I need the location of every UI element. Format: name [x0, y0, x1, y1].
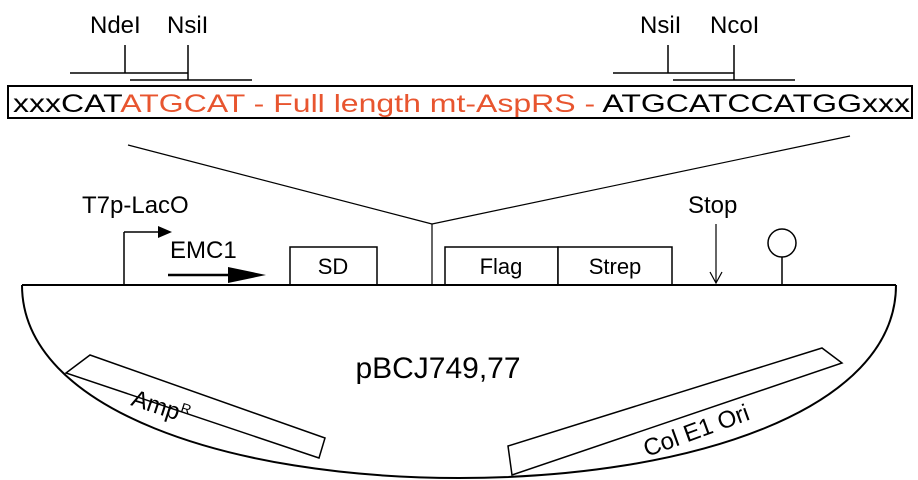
flag-label: Flag — [480, 254, 523, 279]
plasmid-name: pBCJ749,77 — [355, 352, 520, 385]
site-nsii-left-label: NsiI — [167, 12, 208, 39]
sd-box — [289, 246, 378, 286]
zoom-lines — [127, 135, 851, 285]
sequence-box — [7, 85, 913, 119]
sequence-suffix: ATGCATCCATGGxxx — [595, 90, 910, 118]
stop-label: Stop — [688, 192, 737, 219]
stop-arrow-icon — [709, 224, 723, 285]
sequence-prefix: xxxCAT — [13, 90, 122, 118]
site-markers-left — [70, 45, 252, 81]
site-nsii-right-label: NsiI — [640, 12, 681, 39]
strep-label: Strep — [589, 254, 642, 279]
promoter-label: T7p-LacO — [82, 192, 189, 219]
emc-arrow — [168, 267, 266, 283]
sd-label: SD — [318, 254, 349, 279]
plasmid-backbone — [21, 284, 897, 480]
terminator-hairpin-icon — [767, 228, 797, 285]
flag-box — [444, 246, 559, 286]
site-markers-right — [613, 45, 795, 81]
emc-label: EMC1 — [170, 237, 237, 264]
site-ncoi-label: NcoI — [710, 12, 759, 39]
strep-box — [557, 246, 673, 286]
promoter-arrow — [123, 226, 172, 285]
site-ndei-label: NdeI — [90, 12, 141, 39]
sequence-insert: ATGCAT - Full length mt-AspRS - — [120, 90, 595, 118]
